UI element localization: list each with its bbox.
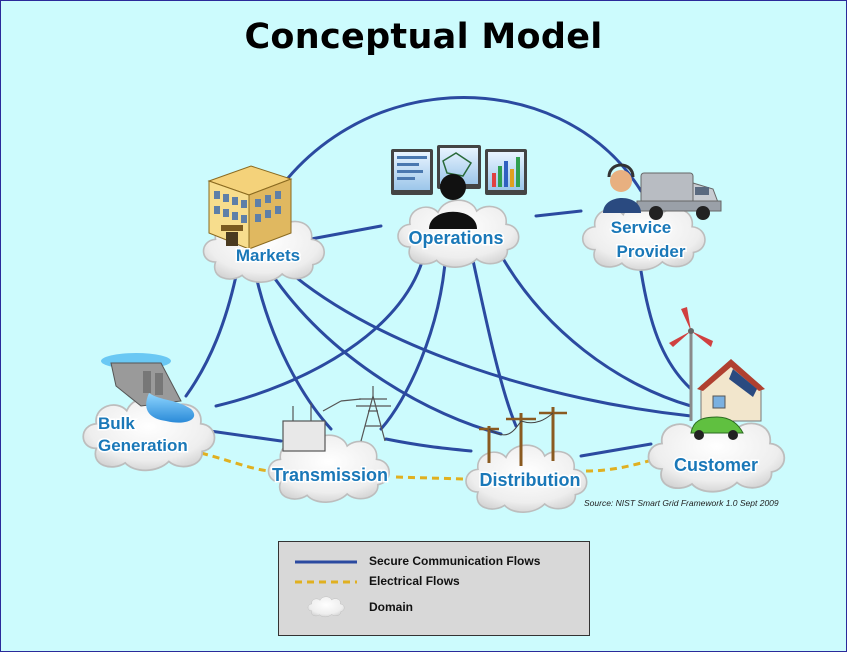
comm-flow-operations-service-provider	[534, 209, 583, 218]
transmission-tower-icon	[282, 386, 391, 452]
label-markets: Markets	[236, 246, 300, 265]
label-bulk-generation-line1: Bulk	[98, 414, 135, 433]
comm-flow-operations-bulk-generation	[214, 244, 428, 408]
source-citation: Source: NIST Smart Grid Framework 1.0 Se…	[584, 498, 779, 508]
comm-flow-markets-bulk-generation	[184, 274, 238, 398]
communication-flows	[184, 96, 693, 458]
legend-electrical-label: Electrical Flows	[369, 574, 460, 588]
markets-building-icon	[207, 165, 293, 250]
legend-row-electrical: Electrical Flows	[279, 572, 589, 592]
comm-flow-markets-service-provider	[254, 96, 643, 228]
electrical-line-swatch	[295, 580, 357, 584]
comm-flow-service-provider-customer	[639, 269, 693, 391]
comm-flow-markets-operations	[309, 224, 383, 241]
distribution-poles-icon	[479, 407, 567, 466]
label-operations: Operations	[408, 228, 503, 248]
comm-flow-operations-customer	[494, 244, 693, 408]
customer-home-icon	[669, 307, 765, 440]
comm-flow-transmission-distribution	[384, 437, 473, 453]
legend-row-domain: Domain	[279, 596, 589, 618]
comm-flow-markets-transmission	[254, 274, 333, 431]
label-service-provider-line2: Provider	[617, 242, 686, 261]
legend-row-communication: Secure Communication Flows	[279, 552, 589, 572]
electrical-flow-transmission-distribution	[395, 475, 464, 481]
communication-line-swatch	[295, 560, 357, 564]
operations-monitors-icon	[391, 145, 527, 229]
label-service-provider-line1: Service	[611, 218, 672, 237]
electrical-flow-bulk-transmission	[200, 451, 270, 473]
comm-flow-operations-distribution	[469, 249, 518, 428]
comm-flow-distribution-customer	[579, 442, 653, 458]
label-distribution: Distribution	[480, 470, 581, 490]
comm-flow-markets-distribution	[269, 271, 503, 436]
comm-flow-markets-customer	[284, 267, 693, 418]
legend: Secure Communication Flows Electrical Fl…	[278, 541, 590, 636]
legend-communication-label: Secure Communication Flows	[369, 554, 541, 568]
label-bulk-generation-line2: Generation	[98, 436, 188, 455]
domain-cloud-swatch	[307, 596, 345, 618]
comm-flow-operations-transmission	[379, 249, 448, 431]
label-customer: Customer	[674, 455, 758, 475]
label-transmission: Transmission	[272, 465, 388, 485]
service-provider-truck-icon	[603, 163, 722, 220]
page-title: Conceptual Model	[244, 17, 603, 57]
legend-domain-label: Domain	[369, 600, 414, 614]
domain-labels: Markets Operations Service Provider Bulk…	[97, 217, 760, 492]
electrical-flow-distribution-customer	[585, 457, 657, 473]
bulk-generation-dam-icon	[101, 353, 195, 423]
